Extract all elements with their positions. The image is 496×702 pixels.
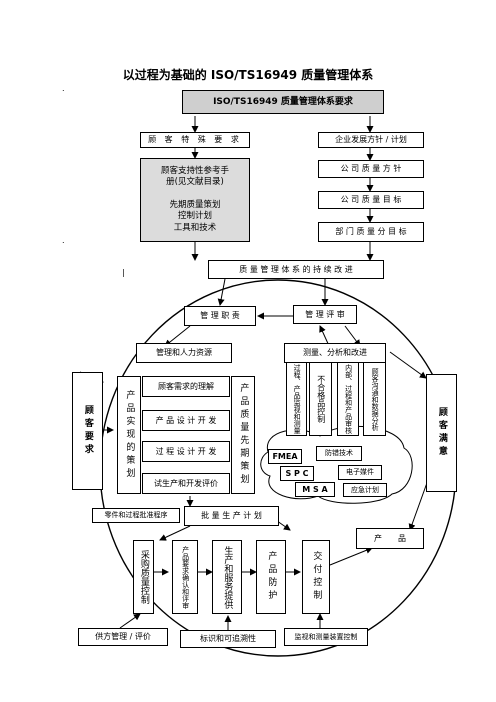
purchasing-control-box: 采购质量控制 xyxy=(133,540,154,614)
step-process-design: 过 程 设 计 开 发 xyxy=(142,441,230,462)
iso-requirements-box: ISO/TS16949 质量管理体系要求 xyxy=(182,90,384,114)
step-customer-needs: 顾客需求的理解 xyxy=(142,376,230,397)
msa-box: M S A xyxy=(295,482,335,497)
management-review-box: 管 理 评 审 xyxy=(293,305,357,324)
resource-management-box: 管理和人力资源 xyxy=(136,343,232,363)
customer-special-box: 顾 客 特 殊 要 求 xyxy=(140,132,250,148)
tools-cloud xyxy=(260,425,413,504)
cursor-mark: | xyxy=(122,268,125,277)
management-responsibility-box: 管 理 职 责 xyxy=(184,306,256,326)
product-preservation-box: 产品防护 xyxy=(256,540,286,614)
production-service-box: 生产和服务提供 xyxy=(212,540,242,614)
manual-line: 顾客支持性参考手 xyxy=(160,165,229,176)
mass-production-box: 批 量 生 产 计 划 xyxy=(184,506,279,526)
manual-line: 工具和技术 xyxy=(173,222,217,233)
identification-traceability-box: 标识和可追溯性 xyxy=(180,630,276,648)
bullet-dot: . xyxy=(62,84,65,93)
customer-requirements-box: 顾客要求 xyxy=(72,372,103,490)
continual-improvement-box: 质 量 管 理 体 系 的 持 续 改 进 xyxy=(208,260,384,279)
measure-analysis-box: 测量、分析和改进 xyxy=(284,343,386,363)
measure-col-data-analysis: 顾客沟通和数据分析 xyxy=(363,362,386,436)
bullet-dot: . xyxy=(62,236,65,245)
measure-col-nonconforming: 不合格品控制 xyxy=(309,362,332,436)
product-realization-planning: 产品实现的策划 xyxy=(117,376,141,494)
contingency-plan-box: 应急计划 xyxy=(343,483,387,497)
mistake-proofing-box: 防错技术 xyxy=(316,446,362,461)
manual-line: 先期质量策划 xyxy=(169,200,221,210)
advanced-quality-planning: 产品质量先期策划 xyxy=(231,376,255,494)
step-product-design: 产 品 设 计 开 发 xyxy=(142,410,230,431)
manual-line xyxy=(194,189,197,200)
ppap-box: 零件和过程批准程序 xyxy=(92,508,180,523)
manual-line: 控制计划 xyxy=(177,211,212,222)
reference-manual-box: 顾客支持性参考手 册(见文献目录) 先期质量策划 控制计划 工具和技术 xyxy=(140,158,250,242)
fmea-box: FMEA xyxy=(268,449,302,464)
measure-col-audit: 内部、过程和产品审核 xyxy=(337,362,359,436)
requirement-review-box: 产品要求确认和评审 xyxy=(172,540,198,614)
strategy-box: 企业发展方针 / 计划 xyxy=(318,132,424,148)
customer-satisfaction-box: 顾客满意 xyxy=(426,374,457,492)
page-title: 以过程为基础的 ISO/TS16949 质量管理体系 xyxy=(122,68,374,82)
measuring-equipment-box: 监视和测量装置控制 xyxy=(284,628,368,646)
quality-policy-box: 公 司 质 量 方 针 xyxy=(318,160,424,178)
measure-col-monitoring: 过程、产品监视和测量 xyxy=(286,362,307,436)
dept-objective-box: 部 门 质 量 分 目 标 xyxy=(318,222,424,242)
quality-objective-box: 公 司 质 量 目 标 xyxy=(318,191,424,209)
spc-box: S P C xyxy=(280,466,314,481)
step-trial-production: 试生产和开发评价 xyxy=(142,473,230,494)
electronic-files-box: 电子媒件 xyxy=(338,465,382,480)
supplier-management-box: 供方管理 / 评价 xyxy=(78,628,168,646)
delivery-control-box: 交付控制 xyxy=(302,540,330,614)
product-box: 产 品 xyxy=(356,528,424,549)
manual-line: 册(见文献目录) xyxy=(166,177,224,188)
